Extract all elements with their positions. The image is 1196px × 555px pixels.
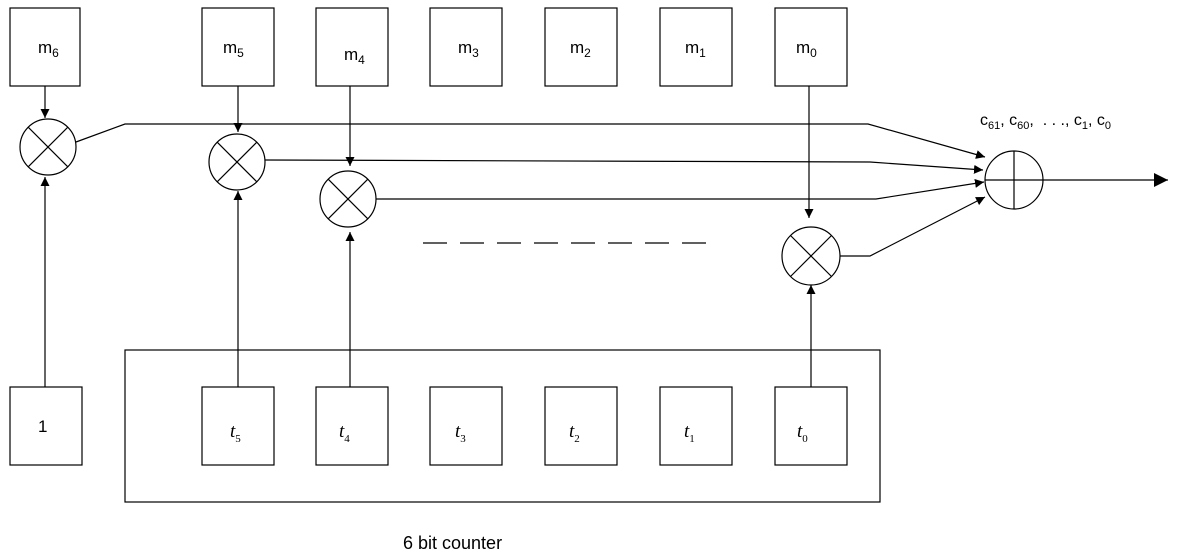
counter-bit-t2: t2 — [544, 386, 618, 466]
message-input-m4: m4 — [315, 7, 389, 87]
message-input-m2: m2 — [544, 7, 618, 87]
t4-label: t4 — [339, 421, 350, 445]
counter-caption: 6 bit counter — [403, 533, 502, 553]
counter-bit-t5: t5 — [201, 386, 275, 466]
counter-bit-t0: t0 — [774, 386, 848, 466]
multiplier-m5 — [208, 133, 266, 191]
m4-label: m4 — [344, 45, 365, 67]
m6-label: m6 — [38, 38, 59, 60]
counter-bit-t3: t3 — [429, 386, 503, 466]
message-input-m0: m0 — [774, 7, 848, 87]
t5-label: t5 — [230, 421, 241, 445]
constant-one-input: 1 — [9, 386, 83, 466]
t3-label: t3 — [455, 421, 466, 445]
constant-one-label: 1 — [38, 417, 47, 436]
message-input-m1: m1 — [659, 7, 733, 87]
counter-bit-t4: t4 — [315, 386, 389, 466]
t0-label: t0 — [797, 421, 808, 445]
multiplier-m4 — [319, 170, 377, 228]
m5-label: m5 — [223, 38, 244, 60]
wire-mult-m4-to-adder — [376, 178, 985, 200]
wire-mult-m6-to-adder — [75, 123, 986, 159]
message-input-m3: m3 — [429, 7, 503, 87]
t1-label: t1 — [684, 421, 695, 445]
multiplier-m6 — [19, 118, 77, 176]
m3-label: m3 — [458, 38, 479, 60]
wire-mult-m5-to-adder — [264, 159, 984, 174]
multiplier-m0 — [781, 226, 841, 286]
m2-label: m2 — [570, 38, 591, 60]
t2-label: t2 — [569, 421, 580, 445]
message-input-m6: m6 — [9, 7, 81, 87]
adder — [984, 150, 1044, 210]
counter-bit-t1: t1 — [659, 386, 733, 466]
m1-label: m1 — [685, 38, 706, 60]
wire-mult-m0-to-adder — [840, 196, 986, 257]
m0-label: m0 — [796, 38, 817, 60]
message-input-m5: m5 — [201, 7, 275, 87]
output-codeword-label: c61, c60, . . ., c1, c0 — [980, 112, 1111, 132]
